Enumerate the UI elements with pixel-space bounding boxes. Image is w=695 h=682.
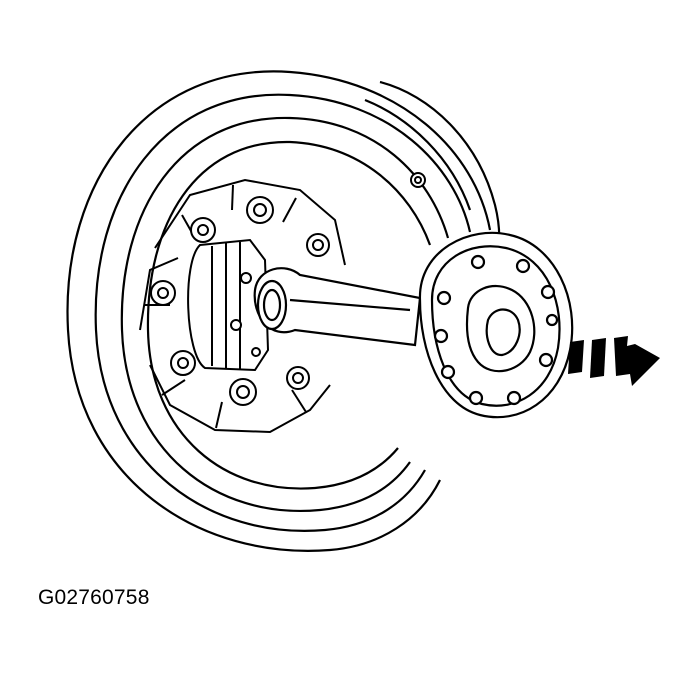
nut-top: [246, 196, 274, 224]
nut-bottom: [229, 378, 257, 406]
nut-top-right: [306, 233, 330, 257]
retainer-nuts: [150, 172, 426, 406]
backing-plate-rings: [66, 70, 501, 552]
pull-direction-arrow: [568, 336, 660, 386]
axle-flange: [418, 231, 574, 419]
nut-bottom-left: [170, 350, 196, 376]
nut-far: [410, 172, 426, 188]
nut-left: [150, 280, 176, 306]
axle-shaft: [253, 267, 422, 347]
wheel-bearing-retainer: [139, 178, 346, 434]
nut-bottom-right: [286, 366, 310, 390]
axle-housing: [187, 238, 270, 372]
figure-code: G02760758: [38, 586, 150, 609]
nut-top-left: [190, 217, 216, 243]
